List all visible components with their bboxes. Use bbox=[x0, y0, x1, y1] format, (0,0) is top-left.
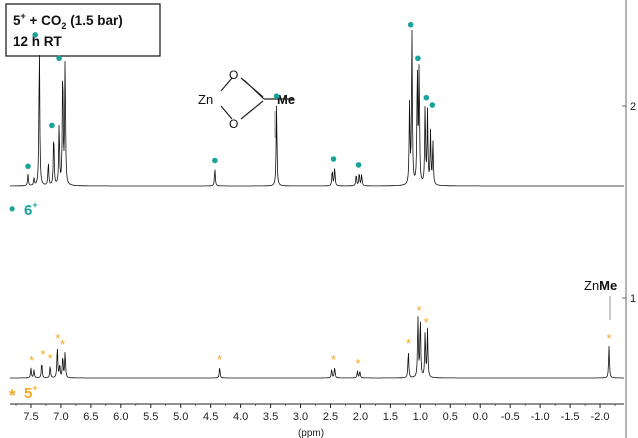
peak-marker-star: * bbox=[40, 347, 45, 362]
peak-marker-star: * bbox=[48, 351, 53, 366]
x-tick-label: 3.5 bbox=[263, 411, 278, 423]
x-tick-label: 6.0 bbox=[113, 411, 128, 423]
peak-marker-dot bbox=[423, 94, 430, 101]
peak-marker-dot bbox=[25, 163, 31, 170]
legend-6-symbol: • bbox=[9, 199, 15, 219]
x-tick-label: -2.0 bbox=[591, 411, 610, 423]
structure-o-bottom: O bbox=[229, 117, 238, 131]
peak-marker-dot bbox=[273, 93, 280, 99]
x-tick-label: -1.0 bbox=[531, 411, 550, 423]
x-tick-label: 3.0 bbox=[293, 411, 308, 423]
x-tick-label: 6.5 bbox=[83, 411, 98, 423]
peak-marker-star: * bbox=[406, 336, 411, 351]
spectrum-5: ************ bbox=[10, 303, 624, 379]
structure-o-top: O bbox=[229, 68, 238, 82]
peak-marker-star: * bbox=[606, 331, 611, 346]
legend-5: * 5+ bbox=[9, 383, 38, 405]
right-axis: 21 bbox=[622, 0, 636, 438]
peak-marker-dot bbox=[49, 122, 55, 129]
peak-marker-star: * bbox=[424, 315, 429, 330]
x-tick-label: 1.5 bbox=[383, 411, 398, 423]
x-tick-label: 5.0 bbox=[173, 411, 188, 423]
peak-marker-star: * bbox=[331, 352, 336, 367]
legend-5-symbol: * bbox=[9, 386, 16, 405]
peak-marker-star: * bbox=[55, 331, 60, 346]
x-tick-label: 7.5 bbox=[23, 411, 38, 423]
structure-me: Me bbox=[277, 92, 295, 107]
peak-marker-dot bbox=[330, 156, 337, 162]
legend-6: • 6+ bbox=[9, 199, 38, 219]
x-tick-label: 2.0 bbox=[353, 411, 368, 423]
peak-marker-dot bbox=[56, 55, 62, 62]
info-box-frame bbox=[5, 3, 161, 57]
peak-marker-star: * bbox=[355, 356, 360, 371]
peak-marker-dot bbox=[212, 157, 218, 164]
znme-label: ZnMe bbox=[584, 278, 617, 320]
peak-marker-star: * bbox=[29, 353, 34, 368]
x-tick-label: 0.5 bbox=[443, 411, 458, 423]
spectrum-6 bbox=[10, 21, 624, 187]
legend-5-label: 5+ bbox=[24, 383, 38, 402]
x-tick-label: 7.0 bbox=[53, 411, 68, 423]
x-tick-label: 1.0 bbox=[413, 411, 428, 423]
peak-marker-star: * bbox=[417, 303, 422, 318]
x-tick-label: 2.5 bbox=[323, 411, 338, 423]
znme-text: ZnMe bbox=[584, 278, 617, 293]
spectrum-trace bbox=[10, 29, 624, 187]
x-axis-label: (ppm) bbox=[298, 428, 324, 438]
peak-marker-star: * bbox=[60, 337, 65, 352]
peak-marker-dot bbox=[429, 102, 436, 108]
zinc-acetate-structure: Zn O O Me bbox=[198, 68, 295, 138]
info-box-line2: 12 h RT bbox=[13, 34, 63, 49]
peak-marker-dot bbox=[32, 32, 38, 38]
x-tick-label: 0.0 bbox=[473, 411, 488, 423]
legend-6-label: 6+ bbox=[24, 200, 38, 219]
x-tick-label: -1.5 bbox=[561, 411, 580, 423]
info-box-line1: 5+ + CO2 (1.5 bar) bbox=[13, 11, 123, 31]
x-axis: 7.5 7.0 6.5 6.0 5.5 5.0 4.5 4.0 3.5 3.0 2.5 2.0 1.5 1… bbox=[10, 403, 624, 423]
x-tick-label: -0.5 bbox=[501, 411, 520, 423]
x-tick-label: 4.0 bbox=[233, 411, 248, 423]
condition-info-box: 5+ + CO2 (1.5 bar) 12 h RT bbox=[5, 3, 161, 57]
structure-zn: Zn bbox=[198, 92, 213, 107]
peak-marker-star: * bbox=[217, 352, 222, 367]
peak-marker-dot bbox=[355, 162, 362, 168]
peak-marker-dot bbox=[415, 55, 421, 62]
x-tick-label: 5.5 bbox=[143, 411, 158, 423]
right-tick-label: 1 bbox=[630, 293, 636, 305]
peak-marker-dot bbox=[407, 21, 414, 28]
right-tick-label: 2 bbox=[630, 101, 636, 113]
spectrum-trace bbox=[10, 316, 624, 379]
x-tick-label: 4.5 bbox=[203, 411, 218, 423]
